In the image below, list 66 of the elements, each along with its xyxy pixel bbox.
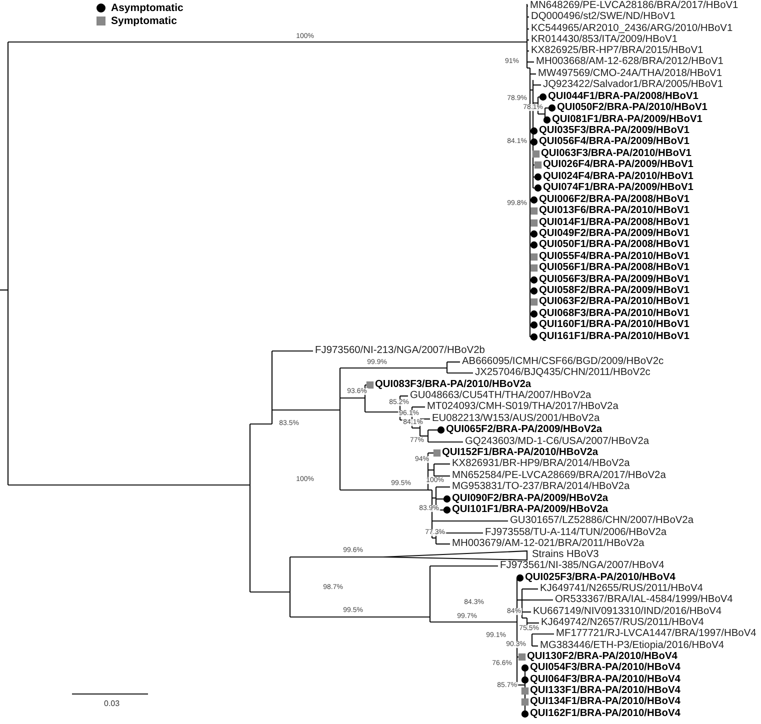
taxon-label: QUI134F1/BRA-PA/2010/HBoV4	[530, 697, 680, 708]
taxon-label: QUI130F2/BRA-PA/2010/HBoV4	[527, 652, 678, 662]
taxon-label: MT024093/CMH-S019/THA/2017/HBoV2a	[427, 402, 618, 412]
taxon-label: QUI014F1/BRA-PA/2008/HBoV1	[539, 218, 690, 228]
legend-label: Asymptomatic	[111, 2, 184, 14]
taxon-label: FJ973561/NI-385/NGA/2007/HBoV4	[500, 561, 664, 572]
taxon-label: QUI090F2/BRA-PA/2009/HBoV2a	[452, 494, 608, 504]
taxon-label: QUI056F4/BRA-PA/2009/HBoV1	[539, 137, 690, 148]
taxon-label: KR014430/853/ITA/2009/HBoV1	[531, 35, 678, 46]
taxon-label: QUI065F2/BRA-PA/2009/HBoV2a	[446, 425, 602, 436]
taxon-label: MH003679/AM-12-021/BRA/2011/HBoV2a	[452, 539, 644, 550]
taxon-label: DQ000496/st2/SWE/ND/HBoV1	[531, 12, 676, 22]
taxon-label: AB666095/ICMH/CSF66/BGD/2009/HBoV2c	[462, 357, 664, 368]
taxon-label: JX257046/BJQ435/CHN/2011/HBoV2c	[475, 368, 650, 378]
taxon-label: OR533367/BRA/IAL-4584/1999/HBoV4	[555, 595, 733, 606]
taxon-label: QUI162F1/BRA-PA/2010/HBoV4	[530, 709, 680, 720]
taxon-label: KJ649742/N2657/RUS/2011/HBoV4	[541, 618, 704, 628]
taxon-label: QUI068F3/BRA-PA/2010/HBoV1	[539, 309, 690, 320]
taxon-label: QUI083F3/BRA-PA/2010/HBoV2a	[375, 380, 532, 390]
taxon-label: QUI054F3/BRA-PA/2010/HBoV4	[530, 663, 680, 674]
taxon-label: MG383446/ETH-P3/Etiopia/2016/HBoV4	[540, 641, 724, 652]
taxon-label: QUI074F1/BRA-PA/2009/HBoV1	[543, 183, 694, 194]
taxon-label: MN652584/PE-LVCA28669/BRA/2017/HBoV2a	[452, 471, 666, 482]
taxon-label: QUI056F3/BRA-PA/2009/HBoV1	[539, 275, 690, 286]
taxon-label: QUI063F2/BRA-PA/2010/HBoV1	[539, 297, 690, 308]
taxon-label: EU082213/W153/AUS/2001/HBoV2a	[432, 414, 600, 424]
taxon-label: KC544965/AR2010_2436/ARG/2010/HBoV1	[531, 24, 733, 34]
taxon-label: FJ973558/TU-A-114/TUN/2006/HBoV2a	[485, 528, 667, 538]
taxon-label: KJ649741/N2655/RUS/2011/HBoV4	[540, 584, 703, 594]
taxon-label: FJ973560/NI-213/NGA/2007/HBoV2b	[315, 346, 485, 356]
taxon-label: QUI081F1/BRA-PA/2009/HBoV1	[552, 115, 702, 126]
taxon-label: QUI133F1/BRA-PA/2010/HBoV4	[530, 686, 680, 696]
taxon-label: QUI049F2/BRA-PA/2009/HBoV1	[539, 229, 690, 240]
taxon-label: QUI101F1/BRA-PA/2009/HBoV2a	[452, 505, 608, 516]
legend-label: Symptomatic	[111, 16, 177, 26]
taxon-label: MF177721/RJ-LVCA1447/BRA/1997/HBoV4	[556, 629, 756, 640]
taxon-label: QUI006F2/BRA-PA/2008/HBoV1	[539, 195, 690, 206]
taxon-label: QUI050F2/BRA-PA/2010/HBoV1	[557, 103, 708, 114]
taxon-label: MG953831/TO-237/BRA/2014/HBoV2a	[452, 482, 630, 492]
taxon-label: QUI161F1/BRA-PA/2010/HBoV1	[539, 332, 690, 342]
taxon-label: KX826925/BR-HP7/BRA/2015/HBoV1	[531, 46, 704, 56]
taxon-label: QUI013F6/BRA-PA/2010/HBoV1	[539, 206, 690, 216]
taxon-label: QUI026F4/BRA-PA/2009/HBoV1	[543, 160, 694, 170]
taxon-label: QUI044F1/BRA-PA/2008/HBoV1	[548, 92, 698, 102]
taxon-label: JQ923422/Salvador1/BRA/2005/HBoV1	[543, 80, 724, 90]
taxon-label: QUI056F1/BRA-PA/2008/HBoV1	[539, 263, 690, 274]
taxon-label: GU048663/CU54TH/THA/2007/HBoV2a	[410, 391, 592, 402]
taxon-label: QUI055F4/BRA-PA/2010/HBoV1	[539, 252, 690, 262]
taxon-label: QUI024F4/BRA-PA/2010/HBoV1	[543, 172, 694, 182]
taxon-label: QUI152F1/BRA-PA/2010/HBoV2a	[442, 448, 598, 458]
taxon-label: MN648269/PE-LVCA28186/BRA/2017/HBoV1	[530, 1, 738, 12]
taxon-label: GU301657/LZ52886/CHN/2007/HBoV2a	[510, 516, 694, 526]
taxon-label: GQ243603/MD-1-C6/USA/2007/HBoV2a	[465, 437, 650, 448]
scale-value: 0.03	[104, 700, 120, 708]
taxon-label: QUI025F3/BRA-PA/2010/HBoV4	[525, 573, 676, 584]
taxon-label: KX826931/BR-HP9/BRA/2014/HBoV2a	[452, 459, 630, 470]
taxon-label: MW497569/CMO-24A/THA/2018/HBoV1	[538, 69, 722, 80]
taxon-label: QUI050F1/BRA-PA/2008/HBoV1	[539, 240, 690, 250]
taxon-label: MH003668/AM-12-628/BRA/2012/HBoV1	[536, 57, 724, 68]
taxon-label: QUI035F3/BRA-PA/2009/HBoV1	[539, 126, 690, 136]
taxon-label: QUI058F2/BRA-PA/2009/HBoV1	[539, 286, 690, 296]
taxon-label: KU667149/NIV0913310/IND/2016/HBoV4	[533, 607, 722, 618]
taxon-label: QUI064F3/BRA-PA/2010/HBoV4	[530, 675, 680, 686]
taxon-label: QUI063F3/BRA-PA/2010/HBoV1	[541, 149, 692, 160]
taxon-label: QUI160F1/BRA-PA/2010/HBoV1	[539, 320, 690, 330]
taxon-label: Strains HBoV3	[532, 550, 599, 560]
